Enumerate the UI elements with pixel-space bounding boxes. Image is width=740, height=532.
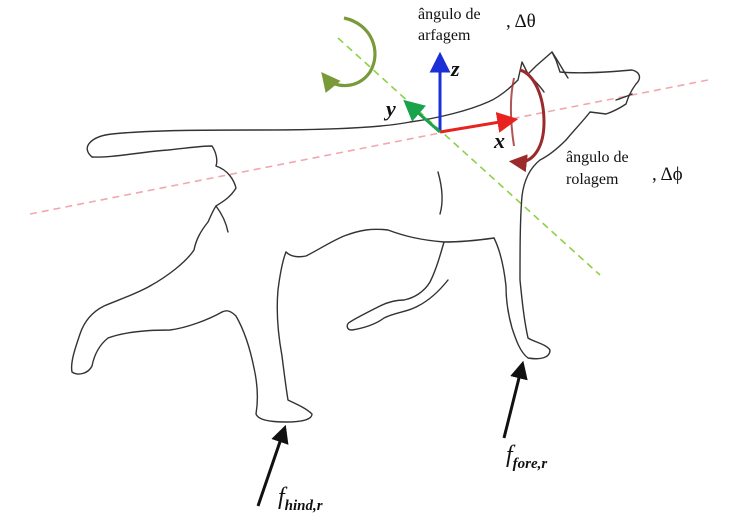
hind-force-subscript: hind,r bbox=[285, 498, 323, 514]
fore-force-subscript: fore,r bbox=[513, 456, 548, 472]
y-axis-arrow bbox=[403, 99, 441, 134]
fore-force-label: ffore,r bbox=[506, 442, 547, 472]
axis-label-z: z bbox=[450, 56, 460, 81]
hind-force-label: fhind,r bbox=[278, 484, 323, 514]
axis-label-x: x bbox=[493, 128, 505, 153]
hind-force-symbol: f bbox=[278, 484, 288, 510]
pitch-axis-dashed-line bbox=[337, 37, 601, 276]
dog-silhouette bbox=[70, 51, 641, 423]
pitch-label-line2: arfagem bbox=[418, 27, 471, 44]
pitch-label-symbol: , Δθ bbox=[506, 11, 536, 32]
roll-label-line1: ângulo de bbox=[566, 149, 629, 166]
roll-rotation-arc bbox=[508, 68, 546, 173]
roll-label-symbol: , Δϕ bbox=[652, 164, 683, 185]
fore-force-symbol: f bbox=[506, 442, 516, 468]
x-axis-arrow bbox=[439, 112, 519, 134]
axis-label-y: y bbox=[383, 96, 396, 121]
pitch-rotation-arc bbox=[321, 16, 377, 93]
pitch-label-line1: ângulo de bbox=[418, 6, 481, 23]
hind-force-arrow bbox=[256, 424, 289, 507]
roll-axis-dashed-line bbox=[29, 79, 709, 215]
roll-label-line2: rolagem bbox=[566, 171, 619, 188]
roll-rotation-arc-front bbox=[510, 77, 515, 147]
fore-force-arrow bbox=[502, 360, 528, 439]
